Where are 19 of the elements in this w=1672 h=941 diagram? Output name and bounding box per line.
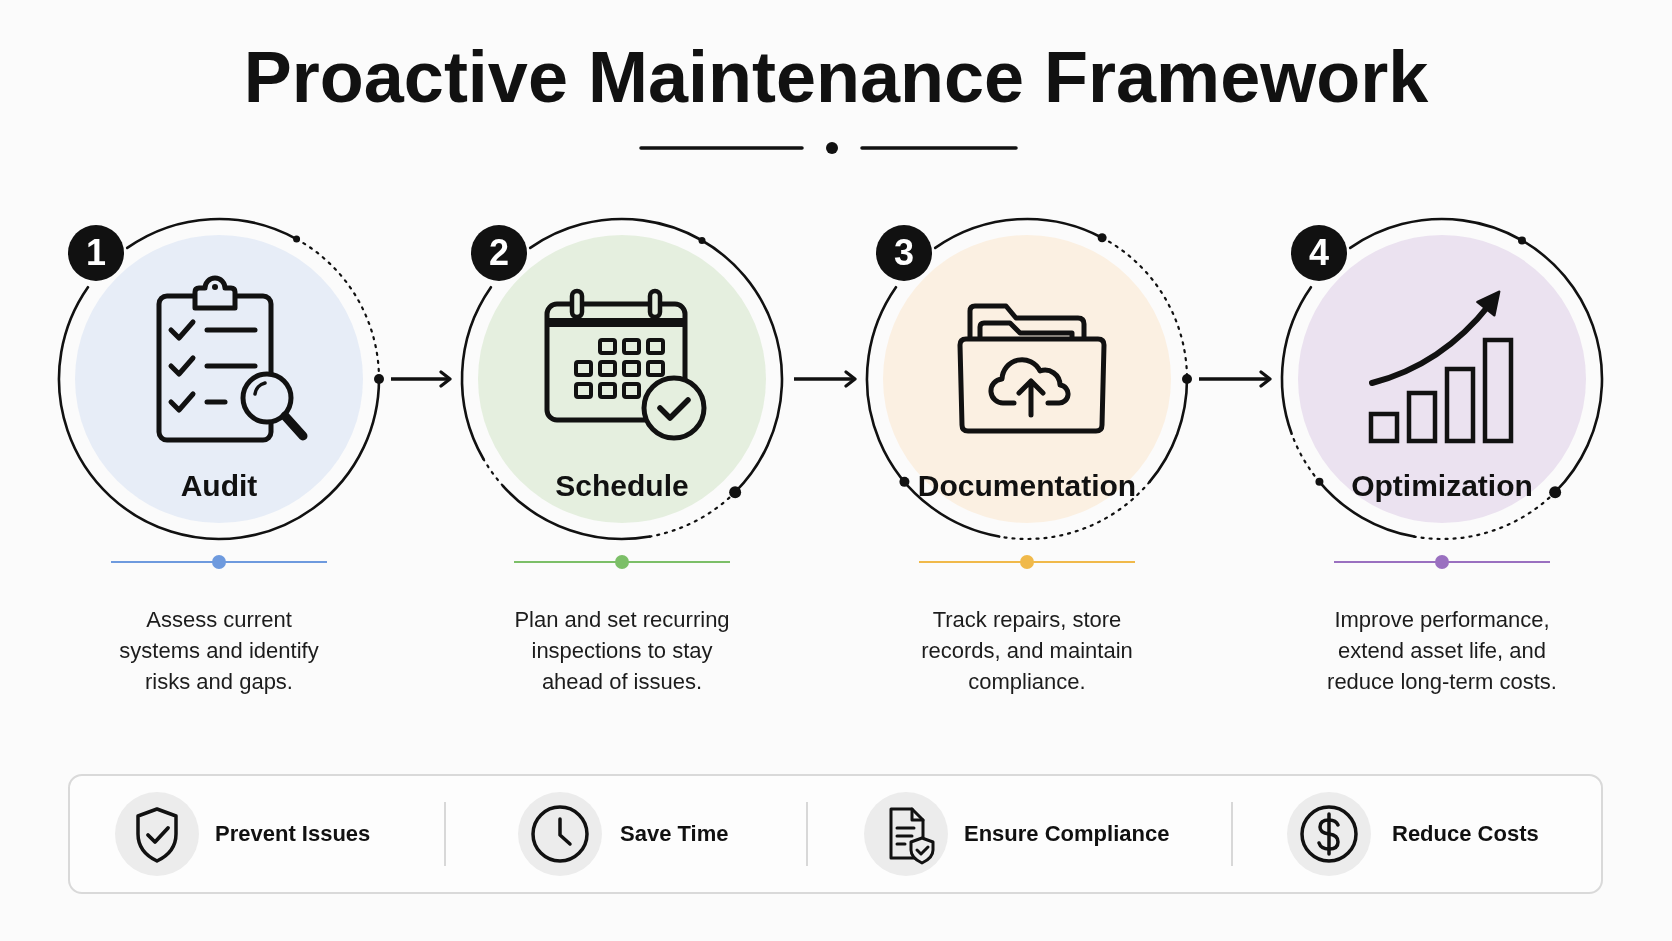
arrow bbox=[794, 370, 857, 388]
benefit-label: Ensure Compliance bbox=[964, 820, 1170, 848]
benefit-label: Reduce Costs bbox=[1392, 820, 1539, 848]
arrow bbox=[391, 370, 452, 388]
benefits-panel bbox=[68, 774, 1603, 894]
step-title: Audit bbox=[180, 468, 258, 504]
step-description: Improve performance, extend asset life, and reduce long-term costs. bbox=[1326, 606, 1558, 696]
step-number-badge: 1 bbox=[68, 225, 124, 281]
benefit-label: Save Time bbox=[620, 820, 729, 848]
step-title: Optimization bbox=[1351, 468, 1533, 504]
arrow bbox=[1199, 370, 1272, 388]
benefit-label: Prevent Issues bbox=[215, 820, 371, 848]
step-title: Schedule bbox=[555, 468, 689, 504]
step-description: Assess current systems and identify risks and gaps. bbox=[118, 606, 320, 696]
step-number-badge: 4 bbox=[1291, 225, 1347, 281]
step-number-badge: 2 bbox=[471, 225, 527, 281]
step-description: Track repairs, store records, and maintain compliance. bbox=[920, 606, 1134, 696]
step-description: Plan and set recurring inspections to stay ahead of issues. bbox=[513, 606, 731, 696]
title: Proactive Maintenance Framework bbox=[243, 36, 1429, 119]
